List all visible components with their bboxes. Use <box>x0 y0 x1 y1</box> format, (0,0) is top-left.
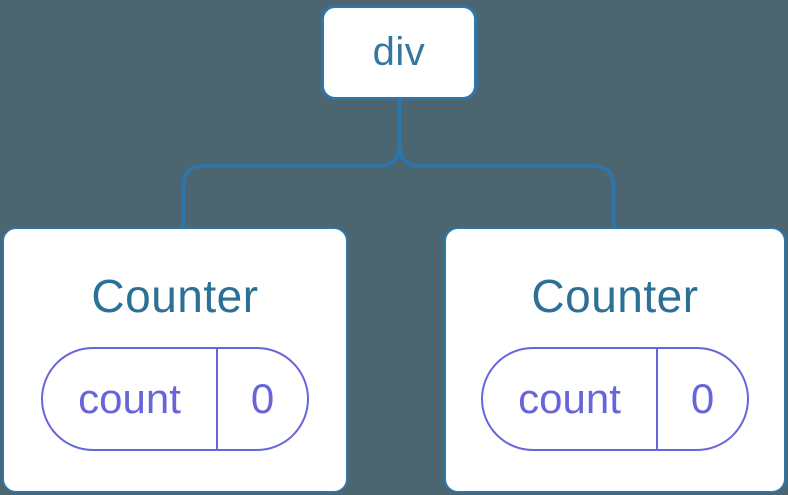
state-key-label: count <box>518 374 621 422</box>
state-pill-divider <box>216 348 218 449</box>
root-node-div: div <box>321 5 477 100</box>
state-value: 0 <box>690 374 715 422</box>
state-pill: count 0 <box>481 346 749 451</box>
state-pill: count 0 <box>41 346 309 451</box>
component-card-right: Counter count 0 <box>444 227 786 493</box>
root-node-label: div <box>372 30 426 74</box>
connector-branch-left <box>181 140 402 228</box>
component-title: Counter <box>531 270 699 322</box>
component-card-left: Counter count 0 <box>2 227 348 493</box>
component-title: Counter <box>91 270 259 322</box>
state-key-label: count <box>78 374 181 422</box>
state-pill-divider <box>656 348 658 449</box>
state-value: 0 <box>250 374 275 422</box>
connector-branch-right <box>397 140 616 228</box>
